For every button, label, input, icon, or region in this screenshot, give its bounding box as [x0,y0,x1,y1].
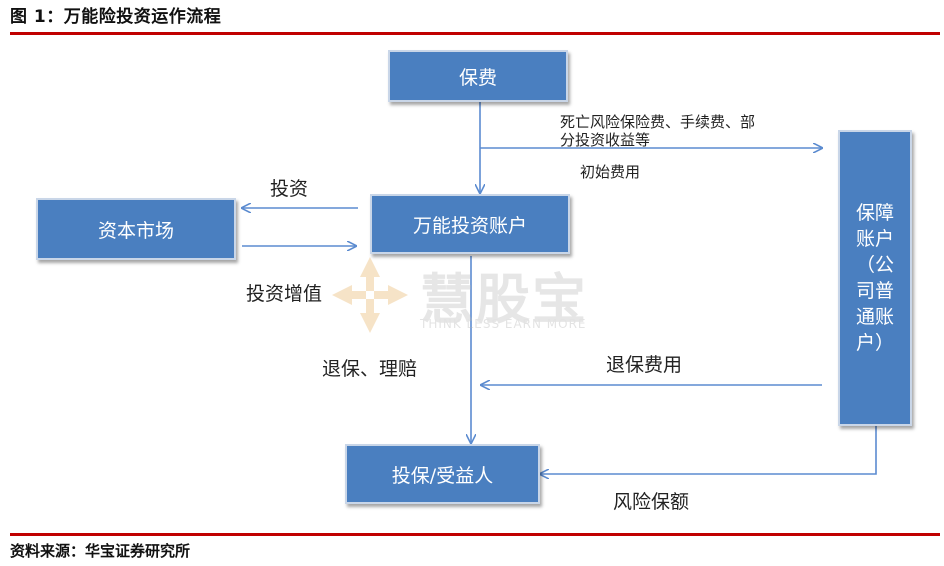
guarantee-account-box: 保障 账户 （公 司普 通账 户） [838,130,912,426]
top-rule [10,32,940,35]
universal-account-label: 万能投资账户 [412,214,527,237]
premium-label: 保费 [458,66,497,89]
source-note: 资料来源：华宝证券研究所 [10,542,191,560]
surrender-fee-label: 退保费用 [606,354,683,376]
premium-box: 保费 [388,50,568,102]
universal-account-box: 万能投资账户 [370,194,570,254]
invest-appreciation-label: 投资增值 [246,283,323,305]
watermark-logo-icon [332,257,408,333]
watermark-tagline: THINK LESS EARN MORE [420,317,587,331]
beneficiary-box: 投保/受益人 [345,444,540,504]
watermark-brand: 慧股宝 [420,268,588,331]
fees-label-line2: 分投资收益等 [560,131,651,149]
capital-market-box: 资本市场 [36,198,236,260]
fees-label-line1: 死亡风险保险费、手续费、部 [560,113,756,131]
initial-fee-label: 初始费用 [580,163,641,181]
bottom-rule [10,533,940,536]
risk-coverage-label: 风险保额 [613,491,690,513]
guarantee-account-label: 保障 账户 （公 司普 通账 户） [855,202,894,354]
surrender-claims-label: 退保、理赔 [322,358,418,380]
watermark: 慧股宝 THINK LESS EARN MORE [330,255,640,335]
capital-market-label: 资本市场 [97,219,174,242]
figure-title: 图 1：万能险投资运作流程 [10,7,222,27]
beneficiary-label: 投保/受益人 [391,464,494,487]
arrow-risk-coverage [540,426,877,474]
invest-label: 投资 [270,178,309,200]
